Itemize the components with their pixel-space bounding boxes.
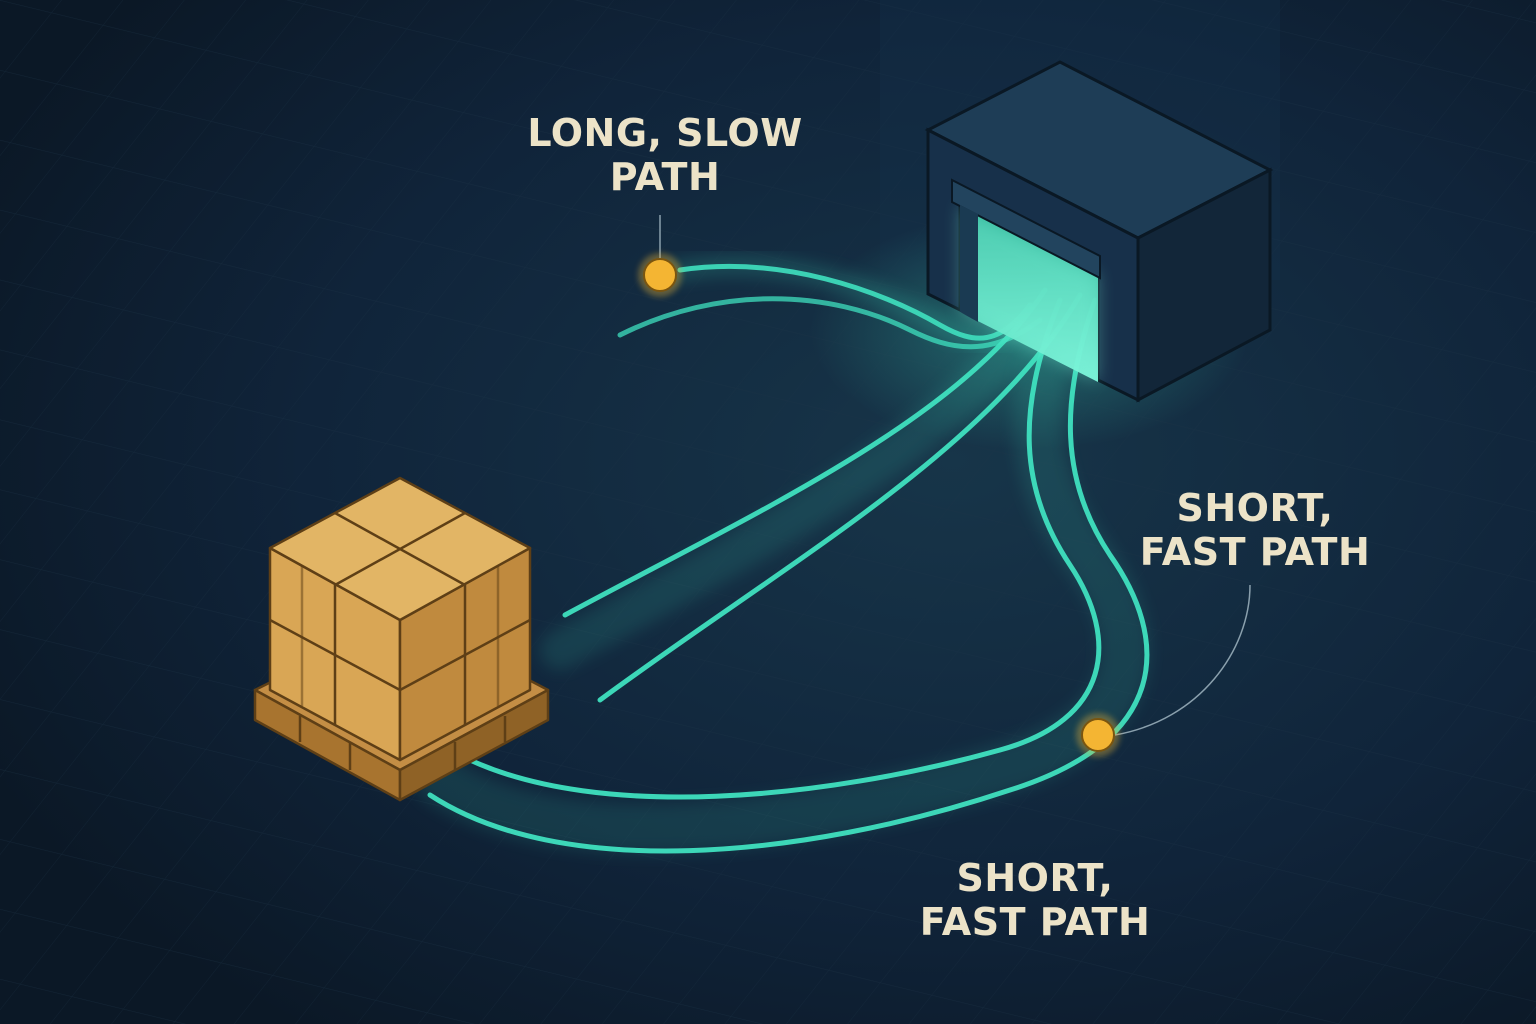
label-line: PATH	[609, 154, 721, 199]
label-line: SHORT,	[956, 856, 1114, 900]
label-line: SHORT,	[1176, 486, 1334, 530]
label-line: FAST PATH	[919, 899, 1151, 944]
label-line: FAST PATH	[1139, 529, 1371, 574]
marker-dot-icon	[638, 253, 682, 297]
marker-dot-icon	[1076, 713, 1120, 757]
short-fast-path-label-lower: SHORT, FAST PATH	[900, 856, 1170, 944]
short-path-leader-line	[1114, 584, 1251, 736]
long-slow-path-label: LONG, SLOW PATH	[500, 111, 830, 199]
short-fast-path-label-upper: SHORT, FAST PATH	[1120, 486, 1390, 574]
label-line: LONG, SLOW	[527, 111, 803, 155]
pallet-of-boxes-icon	[253, 476, 550, 802]
warehouse-dock-icon	[924, 60, 1274, 403]
